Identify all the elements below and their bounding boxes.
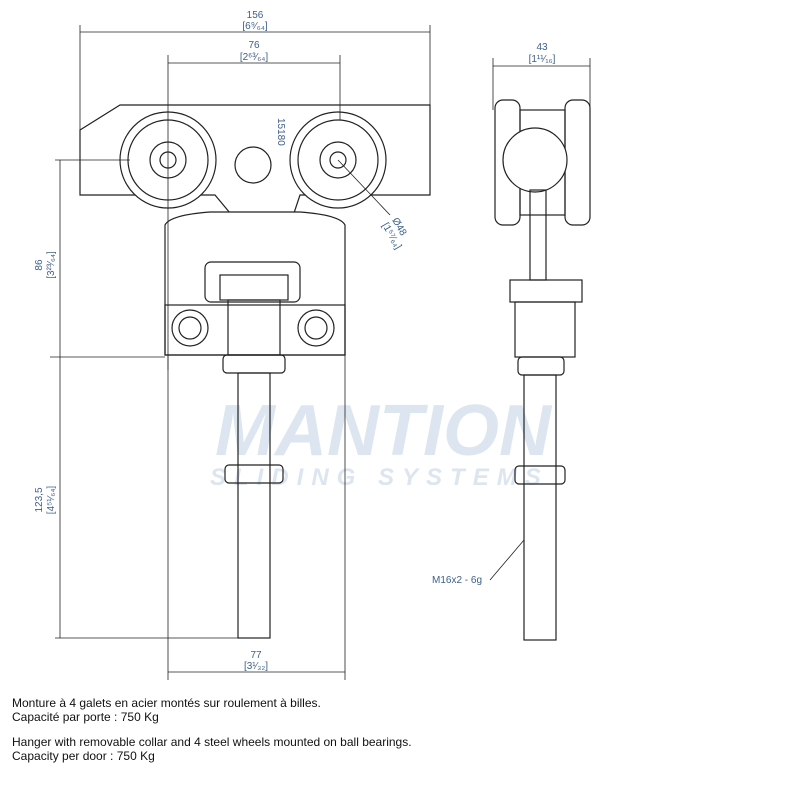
dim-bolt-height: 123,5 <box>34 487 45 512</box>
front-view: 15180 <box>79 104 431 639</box>
dim-total-width-inch: [6⁹⁄₆₄] <box>242 21 267 32</box>
dim-side-width: 43 <box>536 42 548 53</box>
caption-fr-line2: Capacité par porte : 750 Kg <box>12 710 159 724</box>
side-view <box>494 99 591 641</box>
dim-side-width-inch: [1¹¹⁄₁₆] <box>529 54 556 65</box>
dim-plate-width-inch: [3¹⁄₃₂] <box>244 661 268 672</box>
dim-wheel-spacing: 76 <box>248 40 260 51</box>
caption-en-line1: Hanger with removable collar and 4 steel… <box>12 735 412 749</box>
caption-en-line2: Capacity per door : 750 Kg <box>12 749 155 763</box>
dim-plate-width: 77 <box>250 650 262 661</box>
dim-upper-height: 86 <box>34 259 45 271</box>
dim-total-width: 156 <box>247 10 264 21</box>
dim-thread: M16x2 - 6g <box>432 575 482 586</box>
dim-wheel-spacing-inch: [2⁶³⁄₆₄] <box>240 52 269 63</box>
watermark-brand: MANTION <box>215 391 553 471</box>
watermark-tagline: SLIDING SYSTEMS <box>210 464 549 491</box>
part-number: 15180 <box>275 118 286 146</box>
dim-upper-height-inch: [3²³⁄₆₄] <box>46 251 57 279</box>
caption-fr-line1: Monture à 4 galets en acier montés sur r… <box>12 696 321 710</box>
dim-bolt-height-inch: [4⁵¹⁄₆₄] <box>46 486 57 515</box>
